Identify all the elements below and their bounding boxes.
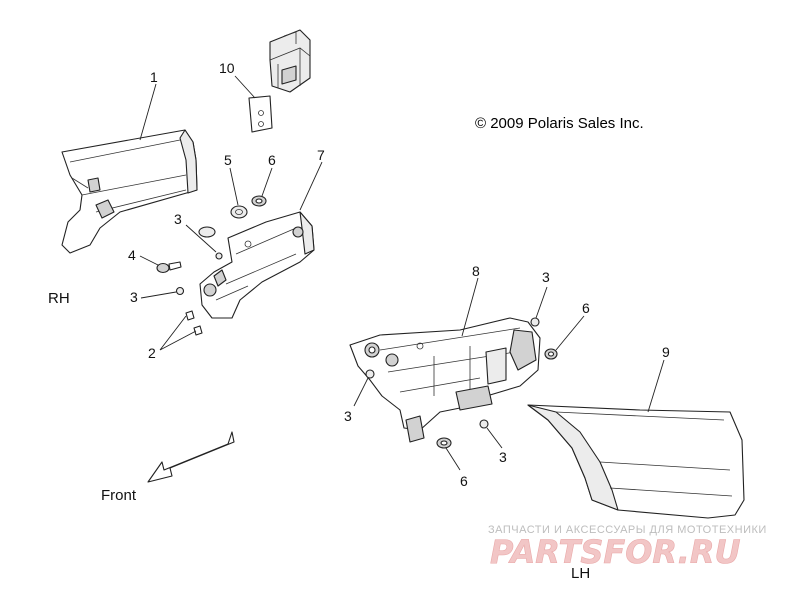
callout-labels: 1 10 5 6 7 3 4 3 2 8 3 6 9 3 3 6	[128, 60, 670, 489]
part-3-nut-lh-bottom	[479, 419, 489, 429]
part-6-grommet-lh-right	[544, 348, 558, 360]
callout-3-a: 3	[174, 211, 182, 227]
callout-7: 7	[317, 147, 325, 163]
callout-9: 9	[662, 344, 670, 360]
callout-4: 4	[128, 247, 136, 263]
callout-10: 10	[219, 60, 235, 76]
callout-6-c: 6	[460, 473, 468, 489]
callout-8: 8	[472, 263, 480, 279]
watermark-brand: PARTSFOR.RU	[490, 533, 740, 571]
part-2-pins	[185, 310, 203, 336]
callout-5: 5	[224, 152, 232, 168]
part-6-grommet-lh-bottom	[436, 437, 452, 449]
copyright-text: © 2009 Polaris Sales Inc.	[475, 115, 644, 132]
part-3-nut-lh-left	[365, 369, 375, 379]
label-rh: RH	[48, 290, 70, 307]
leader-lines	[139, 75, 665, 471]
callout-2: 2	[148, 345, 156, 361]
part-1-rh-side-panel	[61, 129, 198, 254]
part-3-screw-b	[175, 286, 185, 296]
part-10-bracket	[248, 95, 273, 133]
label-lh: LH	[571, 565, 590, 582]
part-5-grommet	[230, 205, 248, 219]
part-3-nut-lh-top	[530, 317, 540, 327]
callout-3-e: 3	[499, 449, 507, 465]
front-direction-arrow	[147, 431, 235, 483]
part-7-rh-bracket	[199, 211, 315, 319]
watermark-caption: ЗАПЧАСТИ И АКСЕССУАРЫ ДЛЯ МОТОТЕХНИКИ	[488, 524, 767, 536]
part-4-bolt-grommet	[156, 226, 216, 274]
callout-3-c: 3	[542, 269, 550, 285]
callout-3-b: 3	[130, 289, 138, 305]
switch-module	[269, 29, 311, 93]
part-9-lh-side-panel	[527, 404, 745, 519]
callout-1: 1	[150, 69, 158, 85]
label-front: Front	[101, 487, 137, 504]
part-6-grommet-top	[251, 195, 267, 207]
part-8-lh-bracket	[349, 317, 541, 443]
callout-6-top: 6	[268, 152, 276, 168]
watermark: ЗАПЧАСТИ И АКСЕССУАРЫ ДЛЯ МОТОТЕХНИКИ PA…	[488, 524, 767, 571]
callout-6-b: 6	[582, 300, 590, 316]
callout-3-d: 3	[344, 408, 352, 424]
part-3-screw-a	[215, 252, 223, 260]
